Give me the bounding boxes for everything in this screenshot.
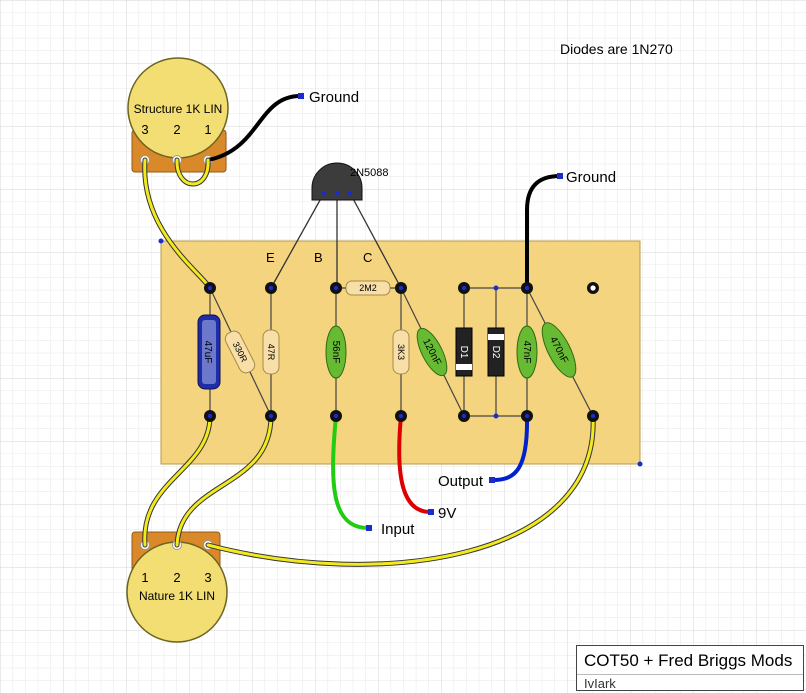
diode-d1[interactable]: D1 (455, 327, 473, 377)
component-label: 56nF (330, 341, 341, 364)
board-corner-marker (158, 238, 164, 244)
title-divider (577, 674, 803, 675)
resistor-47r[interactable]: 47R (262, 329, 280, 375)
electrolytic-capacitor-47uf[interactable]: 47uF (197, 314, 221, 390)
wire-end-marker (366, 525, 372, 531)
wire-label-ground: Ground (566, 169, 616, 186)
wire-end-marker (557, 173, 563, 179)
wire-yellow[interactable] (143, 158, 212, 290)
component-label: 2M2 (359, 283, 377, 293)
component-label: D1 (458, 346, 469, 359)
capacitor-120nf[interactable]: 120nF (411, 324, 452, 379)
transistor-pin (334, 190, 340, 196)
pin-label-b: B (314, 250, 323, 265)
component-label: 3K3 (396, 344, 406, 360)
transistor-label: 2N5088 (350, 167, 389, 179)
board-pad[interactable] (493, 413, 499, 419)
transistor-pin (321, 190, 327, 196)
transistor-body[interactable] (311, 162, 363, 201)
pin-label-e: E (266, 250, 275, 265)
wire-label-output: Output (438, 473, 484, 490)
wire-label-9v: 9V (438, 505, 456, 522)
resistor-body[interactable] (345, 280, 391, 296)
capacitor-body[interactable] (325, 325, 347, 379)
pot-pin-label: 1 (141, 570, 148, 585)
title-author: IvIark (584, 676, 616, 691)
transistor-pin (347, 190, 353, 196)
component-label: 47uF (202, 341, 213, 364)
pot-label: Structure 1K LIN (134, 102, 223, 116)
wire-black[interactable] (525, 174, 562, 290)
structure-pot[interactable]: Structure 1K LIN 3 2 1 (127, 57, 229, 173)
capacitor-body[interactable] (536, 318, 583, 381)
resistor-330r[interactable]: 330R (223, 329, 257, 375)
pot-pin-label: 2 (173, 122, 180, 137)
component-label: 47R (266, 344, 276, 361)
transistor-leg (349, 192, 402, 289)
wire-label-input: Input (381, 521, 415, 538)
diode-d2[interactable]: D2 (487, 327, 505, 377)
wire-end-marker (428, 509, 434, 515)
resistor-3k3[interactable]: 3K3 (392, 329, 410, 375)
resistor-body[interactable] (262, 329, 280, 375)
wire-black[interactable] (206, 94, 302, 162)
wire-yellow[interactable] (175, 158, 210, 186)
board-pad[interactable] (493, 285, 499, 291)
transistor-leg (270, 192, 325, 289)
transistor-2n5088[interactable]: 2N5088 (311, 162, 389, 201)
wire-blue[interactable] (491, 414, 530, 482)
pot-pin-label: 3 (204, 570, 211, 585)
resistor-2m2[interactable]: 2M2 (345, 280, 391, 296)
resistor-body[interactable] (223, 329, 257, 375)
capacitor-47nf[interactable]: 47nF (516, 325, 538, 379)
capacitor-56nf[interactable]: 56nF (325, 325, 347, 379)
title-main: COT50 + Fred Briggs Mods (584, 651, 793, 670)
diode-note: Diodes are 1N270 (560, 41, 673, 57)
capacitor-stripe (202, 320, 216, 384)
wire-end-marker (489, 477, 495, 483)
wire-yellow[interactable] (206, 414, 595, 566)
wire-end-marker (298, 93, 304, 99)
capacitor-470nf[interactable]: 470nF (536, 318, 583, 381)
board-corner-marker (637, 461, 643, 467)
diode-band (456, 364, 472, 370)
wire-red[interactable] (397, 414, 432, 514)
nature-pot[interactable]: 1 2 3 Nature 1K LIN (126, 531, 228, 643)
component-label: 47nF (521, 341, 532, 364)
wire-label-ground: Ground (309, 89, 359, 106)
pot-pin-label: 3 (141, 122, 148, 137)
component-label: D2 (490, 346, 501, 359)
title-block: COT50 + Fred Briggs Mods IvIark (576, 645, 804, 691)
pot-pin-label: 1 (204, 122, 211, 137)
capacitor-body[interactable] (411, 324, 452, 379)
wire-yellow[interactable] (143, 414, 212, 547)
pin-label-c: C (363, 250, 372, 265)
resistor-body[interactable] (392, 329, 410, 375)
wire-green[interactable] (331, 414, 370, 530)
capacitor-body[interactable] (516, 325, 538, 379)
pot-label: Nature 1K LIN (139, 589, 215, 603)
pot-pin-label: 2 (173, 570, 180, 585)
diode-band (488, 334, 504, 340)
wire-yellow[interactable] (175, 414, 273, 547)
board-pads (204, 282, 599, 422)
